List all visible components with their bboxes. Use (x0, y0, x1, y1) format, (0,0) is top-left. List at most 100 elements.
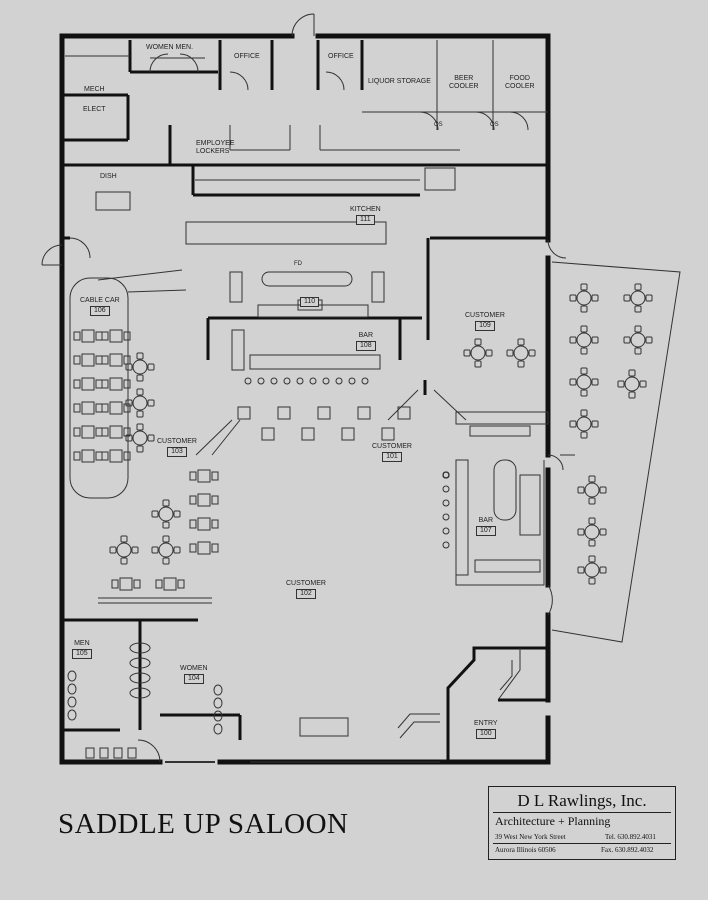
chair (136, 423, 144, 431)
bar-table (301, 427, 315, 441)
chair (463, 349, 471, 357)
chair (101, 355, 109, 365)
table-top (576, 374, 592, 390)
chair (591, 378, 599, 386)
table-top (81, 449, 95, 463)
sink (129, 642, 151, 654)
table-4-top (151, 535, 181, 565)
table-top (584, 524, 600, 540)
customer-102-name: CUSTOMER (286, 580, 326, 587)
chair (580, 367, 588, 375)
chair (588, 539, 596, 547)
bar-stool (283, 377, 291, 385)
chair (634, 347, 642, 355)
chair (189, 471, 197, 481)
bar-stool (244, 377, 252, 385)
table-top (109, 401, 123, 415)
chair (189, 543, 197, 553)
urinal (127, 747, 137, 759)
women-104-name: WOMEN (180, 665, 208, 672)
table-4-top (623, 283, 653, 313)
bar-stool (296, 377, 304, 385)
chair (580, 325, 588, 333)
chair (628, 391, 636, 399)
chair (577, 486, 585, 494)
urinal (99, 747, 109, 759)
title-block: D L Rawlings, Inc. Architecture + Planni… (488, 786, 676, 860)
cable-car-label: CABLE CAR 106 (80, 297, 120, 316)
chair (506, 349, 514, 357)
chair (101, 427, 109, 437)
booth-table (189, 493, 219, 507)
fixture-lines (41, 13, 681, 763)
chair (151, 510, 159, 518)
bar-stool (442, 485, 450, 493)
kitchen-label: KITCHEN 111 (350, 206, 381, 225)
bar-108-name: BAR (358, 332, 374, 339)
customer-102-number: 102 (296, 589, 316, 599)
chair (147, 363, 155, 371)
booth-table (101, 401, 131, 415)
chair (569, 420, 577, 428)
table-4-top (506, 338, 536, 368)
customer-109-name: CUSTOMER (465, 312, 505, 319)
os-label-1: OS (434, 122, 443, 128)
chair (569, 336, 577, 344)
bar-stool (442, 499, 450, 507)
firm-name: D L Rawlings, Inc. (517, 791, 647, 810)
firm-city: Aurora Illinois 60506 (495, 846, 556, 854)
table-top (158, 506, 174, 522)
chair (136, 388, 144, 396)
chair (599, 566, 607, 574)
chair (120, 535, 128, 543)
booth-table (73, 353, 103, 367)
chair (73, 451, 81, 461)
chair (125, 399, 133, 407)
table-top (109, 353, 123, 367)
table-top (197, 493, 211, 507)
bar-stool (335, 377, 343, 385)
chair (125, 434, 133, 442)
chair (177, 579, 185, 589)
chair (101, 451, 109, 461)
table-top (132, 359, 148, 375)
chair (588, 475, 596, 483)
firm-subtitle: Architecture + Planning (495, 814, 611, 828)
chair (123, 403, 131, 413)
bar-table (277, 406, 291, 420)
firm-fax: Fax. 630.892.4032 (601, 846, 654, 854)
entry-100-label: ENTRY 100 (474, 720, 498, 739)
office-label-2: OFFICE (328, 53, 354, 60)
chair (111, 579, 119, 589)
chair (645, 336, 653, 344)
toilet (67, 709, 77, 721)
bar-stool (442, 513, 450, 521)
table-top (158, 542, 174, 558)
dish-label: DISH (100, 173, 117, 180)
elect-label: ELECT (83, 106, 106, 113)
chair (645, 294, 653, 302)
chair (73, 403, 81, 413)
bar-stool (361, 377, 369, 385)
employee-lockers-label: EMPLOYEE LOCKERS (196, 140, 235, 155)
title-block-rule-1 (493, 812, 671, 813)
table-top (119, 577, 133, 591)
table-top (630, 290, 646, 306)
bar-table (381, 427, 395, 441)
bar-stool (442, 471, 450, 479)
chair (136, 374, 144, 382)
chair (123, 331, 131, 341)
chair (73, 427, 81, 437)
sink (129, 687, 151, 699)
bar-107-number: 107 (476, 526, 496, 536)
table-top (109, 329, 123, 343)
customer-109-number: 109 (475, 321, 495, 331)
table-top (584, 482, 600, 498)
booth-table (101, 425, 131, 439)
men-105-label: MEN 105 (72, 640, 92, 659)
fd-label: FD (294, 261, 302, 267)
chair (95, 427, 103, 437)
chair (485, 349, 493, 357)
table-top (576, 332, 592, 348)
booth-table (101, 377, 131, 391)
